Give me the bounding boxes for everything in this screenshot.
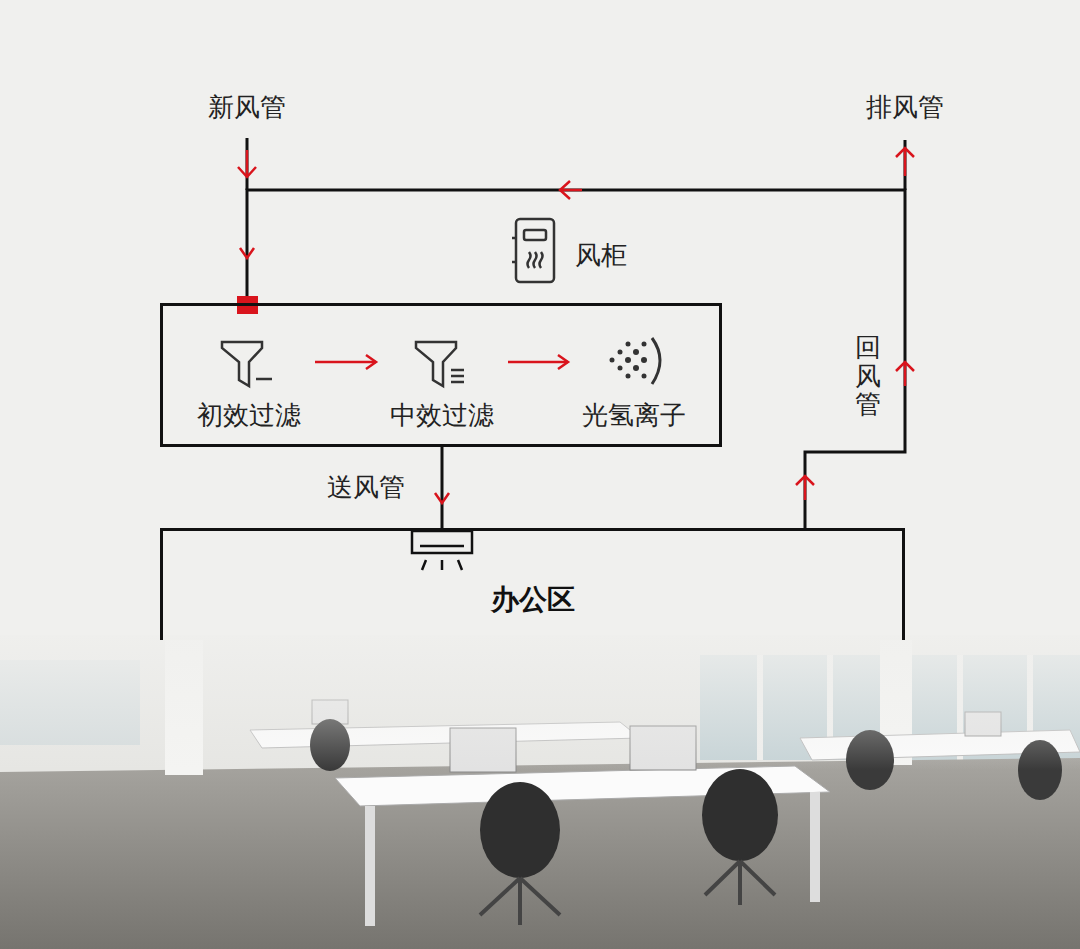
ion-dot	[625, 357, 631, 363]
chair-base	[705, 861, 775, 905]
duct-label: 排风管	[866, 92, 944, 123]
desk-leg	[810, 792, 820, 902]
cabinet-icon-heat	[528, 252, 543, 268]
air-duct	[247, 190, 905, 528]
office-zone: 办公区	[160, 528, 905, 640]
funnel-outline	[416, 342, 456, 386]
ion-dot	[626, 342, 631, 347]
diffuser-symbol	[412, 531, 472, 570]
zone-name: 办公区	[163, 583, 902, 617]
duct-label: 送风管	[327, 472, 405, 503]
stage-arrow	[508, 361, 568, 364]
cabinet-icon-body	[516, 219, 554, 282]
cabinet-icon-panel	[524, 230, 546, 240]
cabinet-heading: 风柜	[575, 240, 627, 271]
ion-dot	[633, 349, 639, 355]
ion-dot	[642, 374, 647, 379]
chair-base	[480, 878, 560, 925]
ion-dot	[633, 365, 639, 371]
cabinet-icon	[512, 219, 554, 282]
filter-stage: 中效过滤	[380, 340, 504, 437]
ion-arc	[652, 338, 660, 384]
flow-arrows	[238, 148, 914, 500]
office-floor	[0, 758, 1080, 949]
office-photo	[0, 620, 1080, 949]
flow-arrow	[560, 181, 582, 199]
flow-arrow	[238, 150, 256, 177]
flow-arrow	[796, 476, 814, 500]
ion-dot	[618, 366, 623, 371]
stage-name: 光氢离子	[572, 400, 696, 431]
ion-dot	[641, 357, 647, 363]
stage-name: 中效过滤	[380, 400, 504, 431]
purifier-stage: 光氢离子	[572, 340, 696, 437]
ion-dot	[610, 358, 615, 363]
cabinet-icon-hinge	[512, 238, 516, 262]
air-duct	[441, 447, 444, 528]
desk-leg	[365, 806, 375, 926]
duct-label: 回风管	[855, 333, 881, 419]
ion-dot	[626, 374, 631, 379]
filter-mark	[451, 370, 464, 382]
stage-name: 初效过滤	[187, 400, 311, 431]
filter-stage: 初效过滤	[187, 340, 311, 437]
filter-icon	[416, 342, 464, 386]
photo-fade	[0, 620, 1080, 770]
duct-label: 新风管	[208, 92, 286, 123]
ion-icon	[610, 338, 661, 384]
flow-arrow	[896, 148, 914, 176]
filter-mark	[256, 378, 272, 381]
office-chair	[480, 782, 560, 878]
stage-arrow	[315, 361, 376, 364]
diffuser-vanes	[420, 546, 464, 570]
office-chair	[702, 769, 778, 861]
ion-dot	[642, 342, 647, 347]
air-cabinet: 风柜初效过滤中效过滤光氢离子	[160, 303, 722, 447]
filter-icon	[222, 342, 272, 386]
diffuser-body	[412, 531, 472, 553]
flow-arrow	[896, 362, 914, 386]
ion-dot	[618, 350, 623, 355]
